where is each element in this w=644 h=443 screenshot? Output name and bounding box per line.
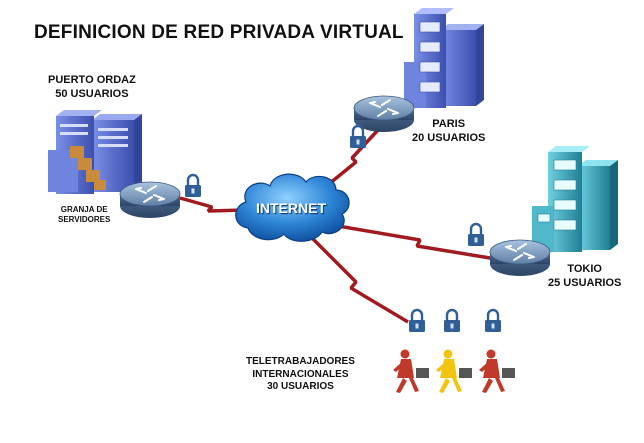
link-teleworkers bbox=[308, 234, 409, 324]
server-farm-label: GRANJA DE SERVIDORES bbox=[58, 205, 110, 225]
person-icon bbox=[479, 349, 505, 393]
server-farm-icon bbox=[48, 110, 142, 194]
site-users: 25 USUARIOS bbox=[548, 276, 622, 289]
cloud-icon bbox=[235, 173, 350, 242]
router-icon bbox=[353, 95, 415, 133]
router-icon bbox=[489, 239, 551, 277]
site-users: 50 USUARIOS bbox=[55, 87, 129, 100]
site-name: PUERTO ORDAZ bbox=[48, 74, 136, 86]
router-icon bbox=[119, 181, 181, 219]
page-title: DEFINICION DE RED PRIVADA VIRTUAL bbox=[34, 22, 404, 43]
link-tokio bbox=[337, 224, 497, 261]
building-icon bbox=[532, 146, 618, 252]
server-farm-label-line1: GRANJA DE bbox=[60, 205, 108, 214]
lock-icon bbox=[348, 124, 368, 150]
lock-icon bbox=[466, 222, 486, 248]
building-icon bbox=[404, 8, 484, 108]
site-label-tokio: TOKIO 25 USUARIOS bbox=[548, 263, 621, 291]
site-label-puerto-ordaz: PUERTO ORDAZ 50 USUARIOS bbox=[48, 74, 136, 102]
internet-label: INTERNET bbox=[256, 200, 326, 216]
person-icon bbox=[436, 349, 462, 393]
teleworkers-line1: TELETRABAJADORES bbox=[246, 356, 355, 367]
briefcase-icon bbox=[459, 368, 472, 378]
server-farm-label-line2: SERVIDORES bbox=[58, 215, 111, 224]
lock-icon bbox=[183, 173, 203, 199]
site-name: PARIS bbox=[432, 118, 466, 130]
site-name: TOKIO bbox=[567, 263, 602, 275]
briefcase-icon bbox=[502, 368, 515, 378]
site-label-paris: PARIS 20 USUARIOS bbox=[412, 118, 485, 146]
lock-icon bbox=[442, 308, 462, 334]
site-label-teleworkers: TELETRABAJADORES INTERNACIONALES 30 USUA… bbox=[246, 356, 355, 394]
teleworkers-line2: INTERNACIONALES bbox=[252, 368, 349, 380]
briefcase-icon bbox=[416, 368, 429, 378]
link-puerto-ordaz bbox=[179, 196, 247, 213]
lock-icon bbox=[483, 308, 503, 334]
site-users: 20 USUARIOS bbox=[412, 131, 486, 144]
lock-icon bbox=[407, 308, 427, 334]
teleworkers-line3: 30 USUARIOS bbox=[267, 381, 334, 392]
person-icon bbox=[393, 349, 419, 393]
